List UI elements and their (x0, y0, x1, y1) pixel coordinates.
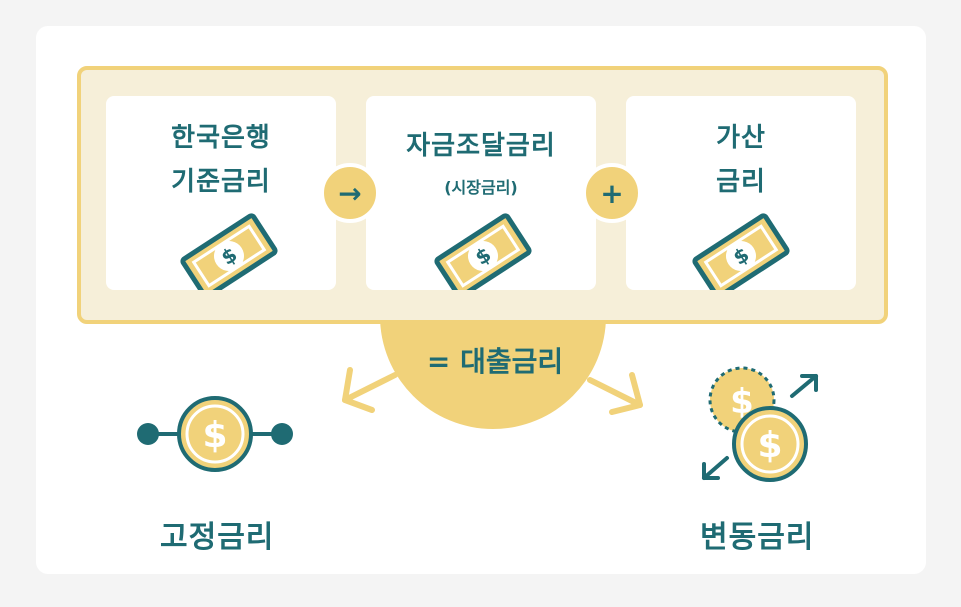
plus-operator-icon: + (582, 163, 642, 223)
arrow-operator-icon: → (320, 163, 380, 223)
right-arrow-icon (587, 372, 643, 415)
box-base-rate: 한국은행 기준금리 $ (106, 96, 336, 290)
result-label: = 대출금리 (426, 345, 564, 378)
box-spread-line1: 가산 (716, 123, 766, 153)
result-semicircle (380, 316, 606, 429)
money-bill-icon: $ (180, 213, 278, 290)
variable-rate-label: 변동금리 (700, 520, 815, 555)
box-base-rate-line2: 기준금리 (171, 167, 271, 197)
money-bill-icon: $ (692, 213, 790, 290)
left-arrow-icon (342, 367, 398, 413)
box-spread-line2: 금리 (716, 167, 766, 197)
down-left-arrow-icon (702, 456, 729, 480)
coin-dollar-icon: $ (757, 425, 782, 466)
box-spread: 가산 금리 $ (626, 96, 856, 290)
fixed-rate-icon: $ (137, 396, 293, 472)
coin-dollar-icon: $ (202, 415, 227, 456)
box-base-rate-line1: 한국은행 (171, 123, 271, 153)
variable-rate-icon: $ $ (702, 366, 818, 482)
fixed-rate-label: 고정금리 (160, 520, 275, 555)
box-funding-rate: 자금조달금리 (시장금리) $ (366, 96, 596, 290)
coin-dollar-icon: $ (730, 382, 754, 422)
box-funding-rate-sub: (시장금리) (444, 178, 518, 197)
up-right-arrow-icon (790, 374, 818, 398)
box-funding-rate-line1: 자금조달금리 (406, 131, 556, 161)
money-bill-icon: $ (434, 213, 532, 290)
